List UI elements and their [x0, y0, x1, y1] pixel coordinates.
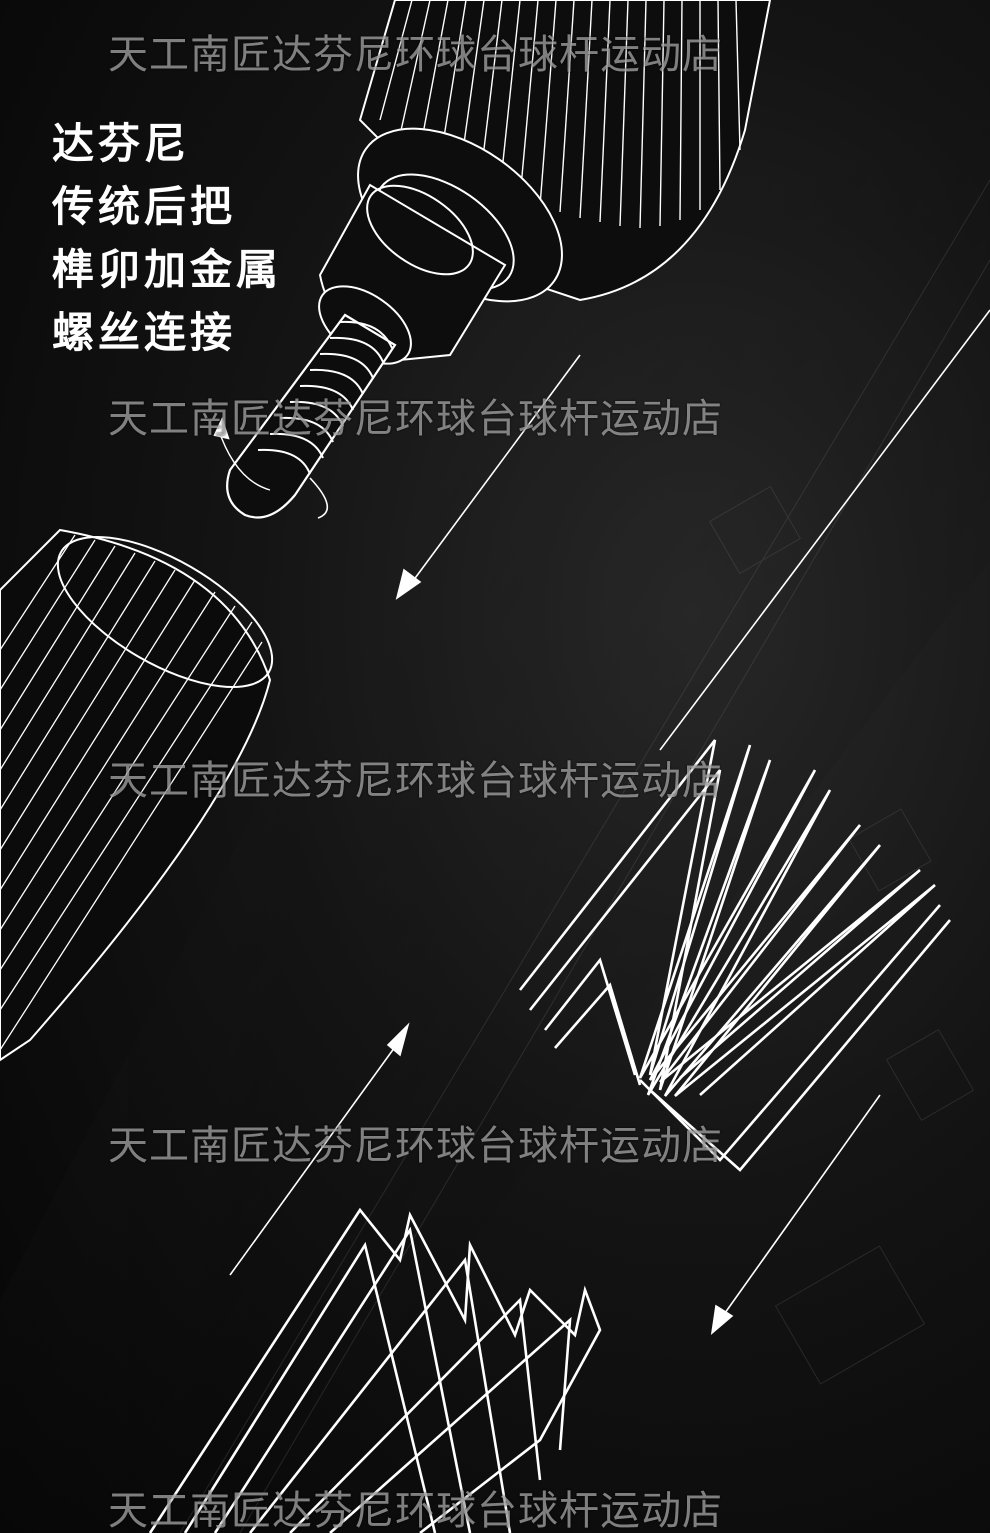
- watermark: 天工南匠达芬尼环球台球杆运动店: [108, 32, 723, 78]
- blueprint-background: [0, 120, 990, 1533]
- headline-line-4: 螺丝连接: [52, 308, 237, 357]
- headline: 达芬尼 传统后把 榫卯加金属 螺丝连接: [52, 112, 282, 364]
- headline-line-2: 传统后把: [52, 182, 237, 231]
- watermark: 天工南匠达芬尼环球台球杆运动店: [108, 1123, 723, 1169]
- watermark: 天工南匠达芬尼环球台球杆运动店: [108, 396, 723, 442]
- watermark: 天工南匠达芬尼环球台球杆运动店: [108, 1488, 723, 1533]
- cue-shaft-cylinder: [0, 528, 274, 1062]
- headline-line-3: 榫卯加金属: [52, 245, 283, 294]
- watermark: 天工南匠达芬尼环球台球杆运动店: [108, 758, 723, 804]
- direction-arrow: [229, 309, 990, 1335]
- headline-line-1: 达芬尼: [52, 119, 191, 168]
- mortise-tenon-joint-lower: [148, 1207, 602, 1533]
- screw-joint-illustration: [213, 313, 397, 519]
- mortise-tenon-joint: [518, 739, 951, 1172]
